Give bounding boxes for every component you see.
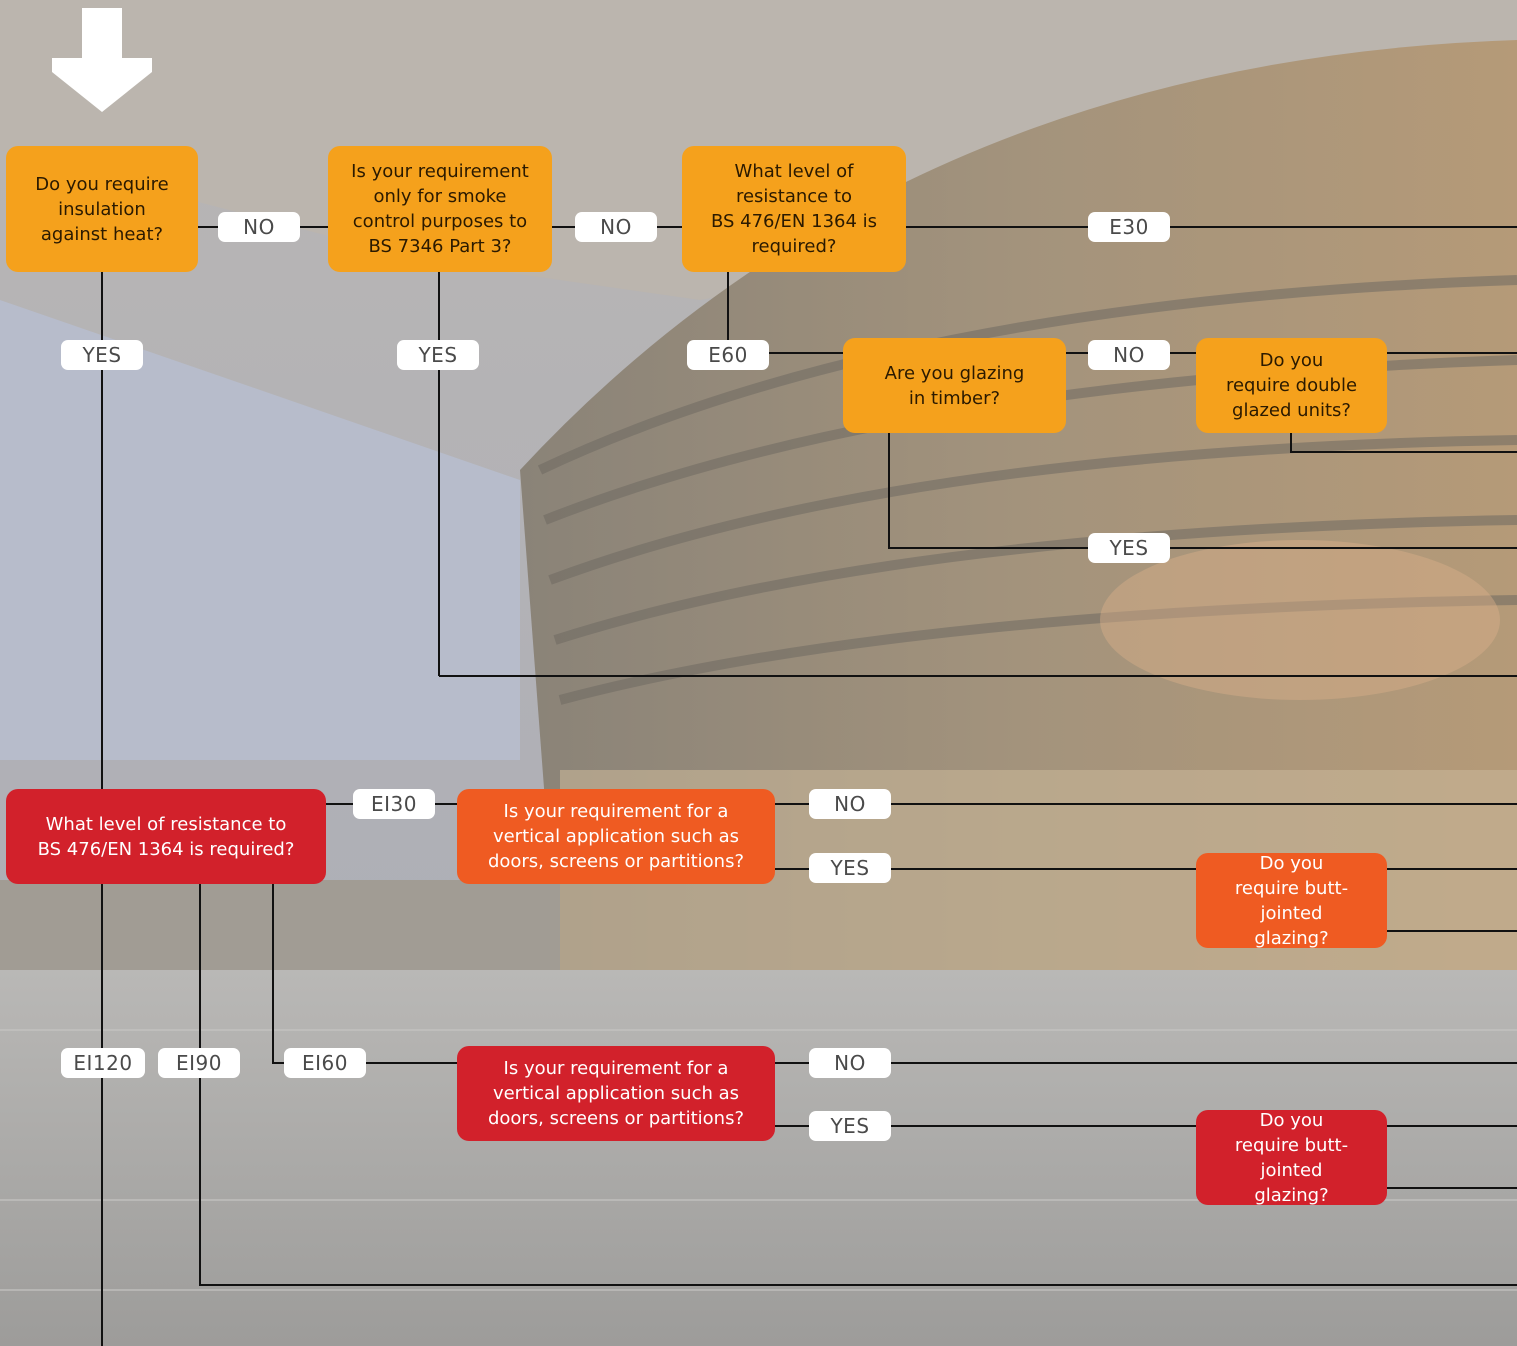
label-e60: E60	[687, 340, 769, 370]
label-yes-vertical-ei30: YES	[809, 853, 891, 883]
label-no-timber: NO	[1088, 340, 1170, 370]
label-ei90: EI90	[158, 1048, 240, 1078]
question-butt-jointed-ei30: Do you require butt-jointed glazing?	[1196, 853, 1387, 949]
label-yes-insulation: YES	[61, 340, 143, 370]
label-no-smoke-control: NO	[575, 212, 657, 242]
down-arrow-icon	[52, 8, 152, 112]
question-smoke-control: Is your requirement only for smoke contr…	[328, 146, 552, 272]
question-glazing-in-timber: Are you glazing in timber?	[843, 338, 1066, 433]
label-no-vertical-ei30: NO	[809, 789, 891, 819]
question-ei-resistance-level: What level of resistance to BS 476/EN 13…	[6, 789, 326, 884]
label-yes-vertical-ei60: YES	[809, 1111, 891, 1141]
question-e-resistance-level: What level of resistance to BS 476/EN 13…	[682, 146, 906, 272]
label-yes-timber: YES	[1088, 533, 1170, 563]
question-insulation: Do you require insulation against heat?	[6, 146, 198, 272]
question-vertical-application-ei60: Is your requirement for a vertical appli…	[457, 1046, 775, 1141]
question-vertical-application-ei30: Is your requirement for a vertical appli…	[457, 789, 775, 884]
label-no-insulation: NO	[218, 212, 300, 242]
label-ei60: EI60	[284, 1048, 366, 1078]
label-e30: E30	[1088, 212, 1170, 242]
label-no-vertical-ei60: NO	[809, 1048, 891, 1078]
question-double-glazed-units: Do you require double glazed units?	[1196, 338, 1387, 433]
label-yes-smoke-control: YES	[397, 340, 479, 370]
label-ei120: EI120	[61, 1048, 145, 1078]
label-ei30: EI30	[353, 789, 435, 819]
question-butt-jointed-ei60: Do you require butt-jointed glazing?	[1196, 1110, 1387, 1206]
